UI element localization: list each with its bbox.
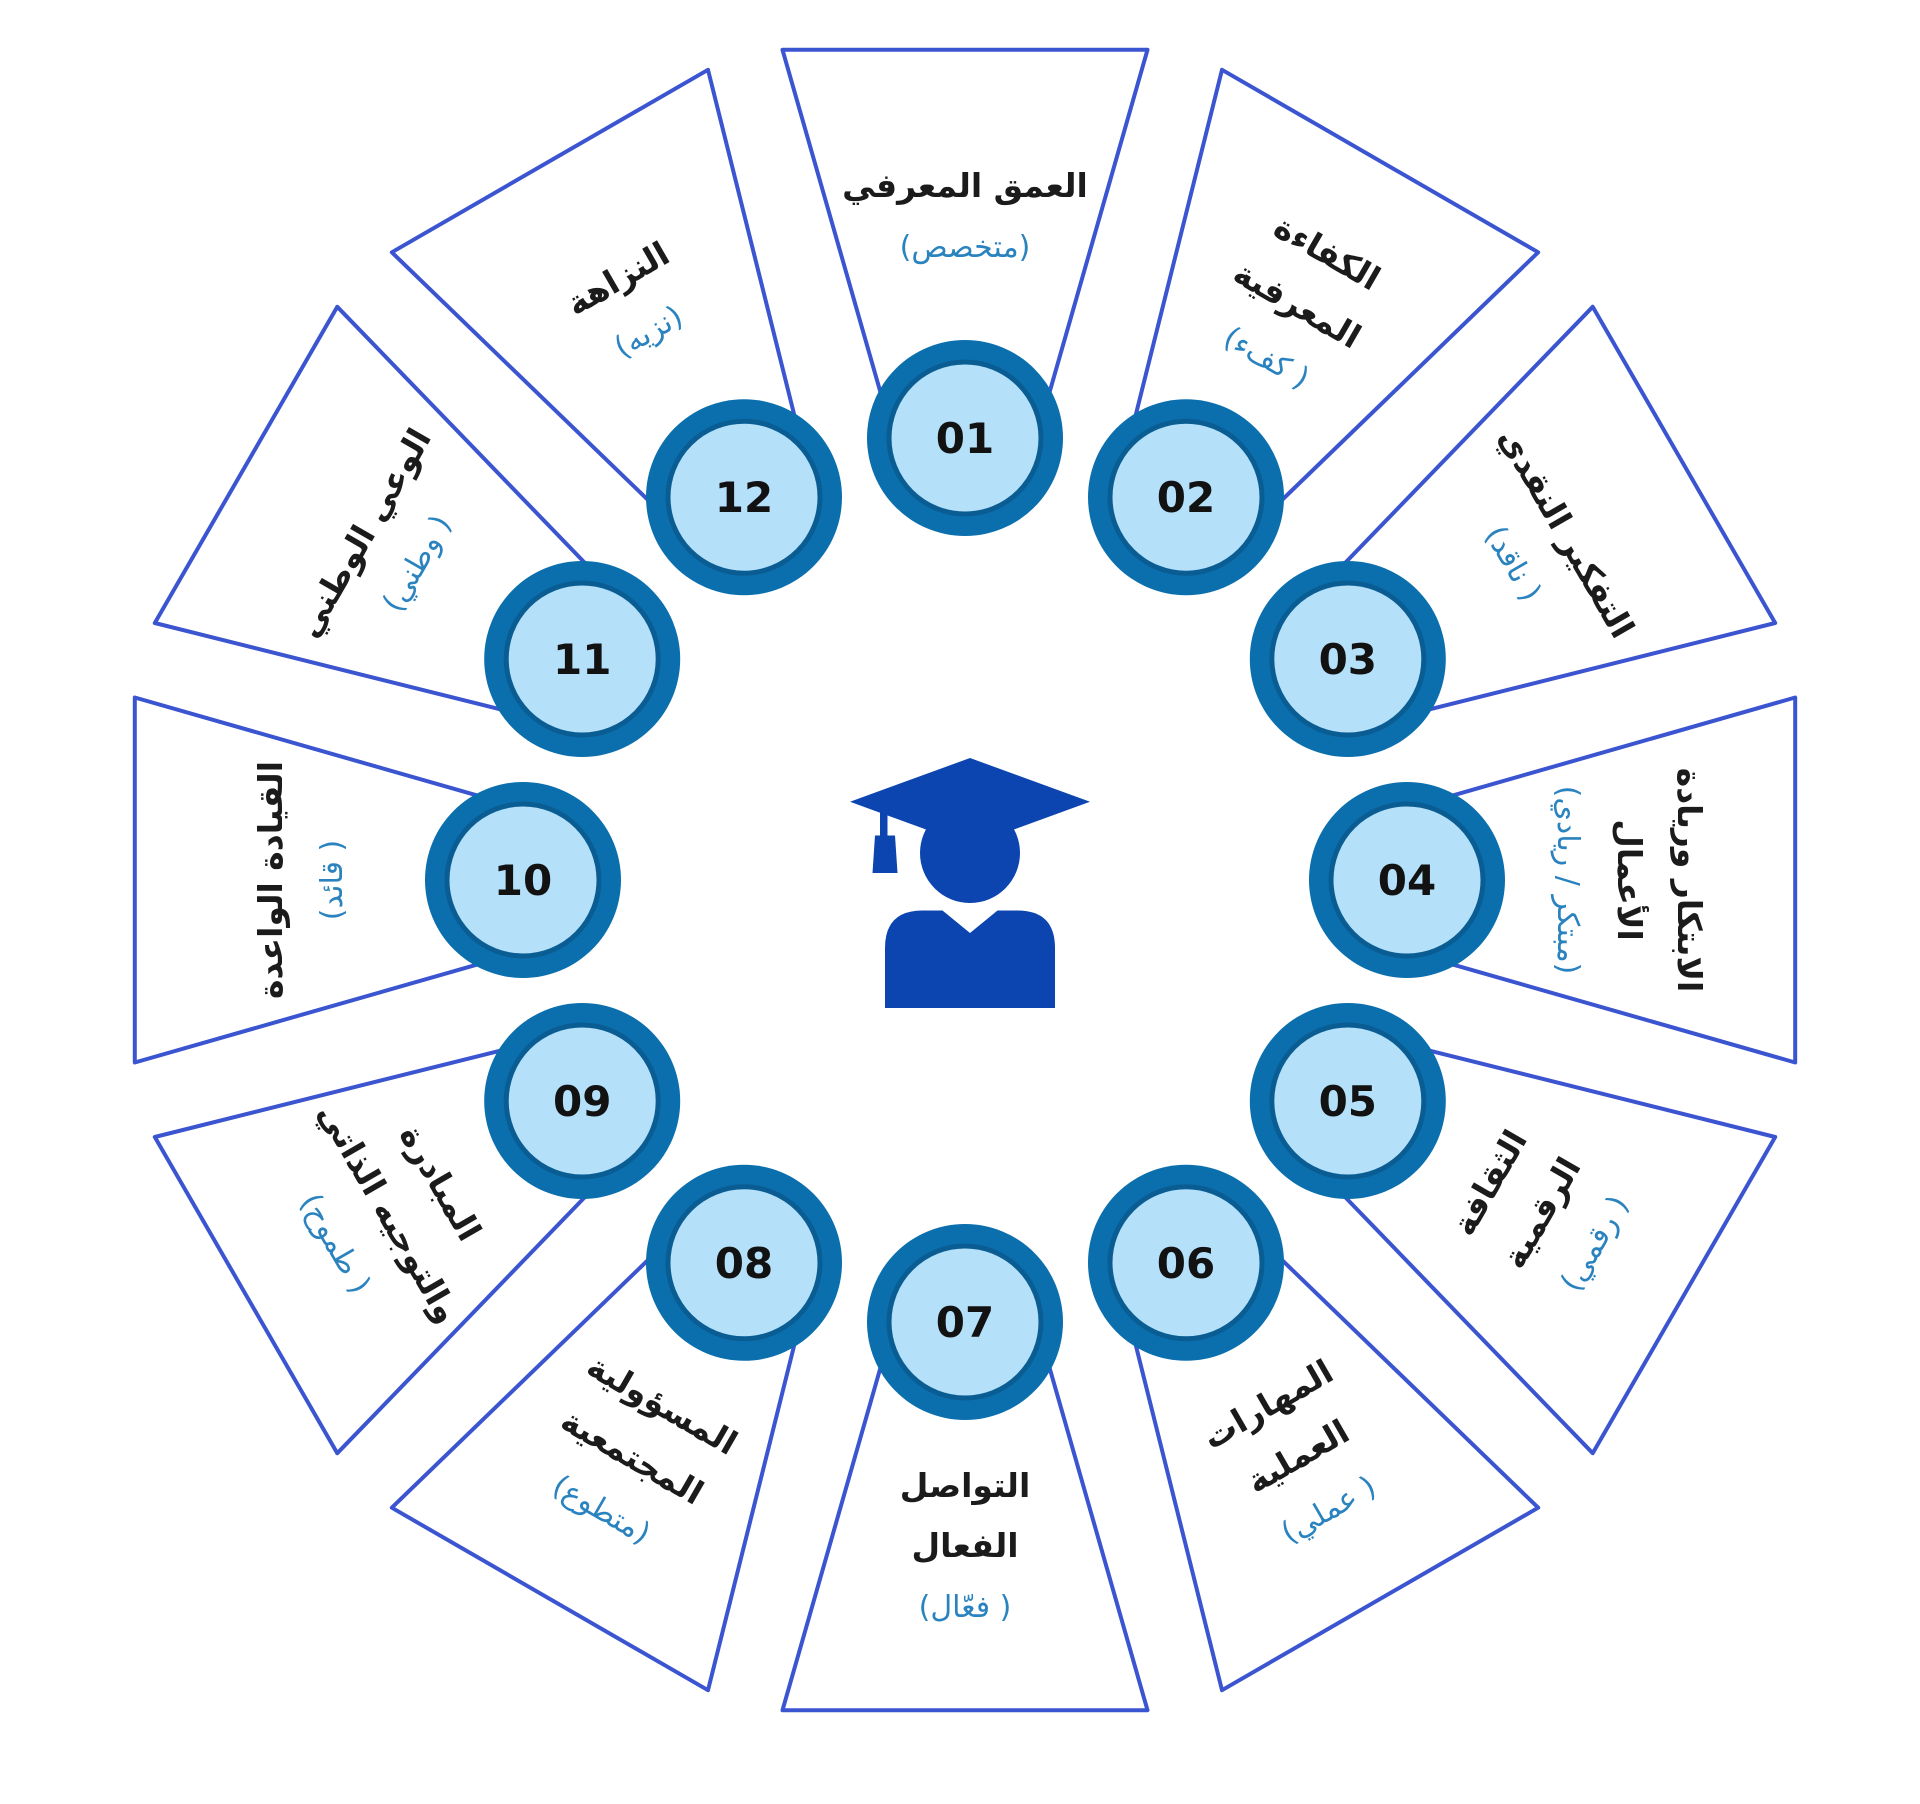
segment-number: 07 (936, 1298, 994, 1347)
segment-title: العمق المعرفي (842, 166, 1088, 206)
number-circle-04: 04 (1309, 782, 1505, 978)
number-circle-02: 02 (1088, 399, 1284, 596)
number-circle-12: 12 (646, 399, 842, 596)
segment-title: التواصل (900, 1466, 1031, 1506)
segment-10: القيادة الواعدة ( قائد) (132, 695, 483, 1065)
segment-subtitle: ( فعّال) (919, 1590, 1012, 1625)
number-circle-06: 06 (1088, 1164, 1284, 1361)
circle-fill (1107, 1184, 1265, 1342)
number-circle-03: 03 (1249, 561, 1446, 757)
number-circle-01: 01 (867, 340, 1063, 536)
segment-title: الفعال (911, 1526, 1018, 1565)
number-circle-09: 09 (484, 1003, 681, 1199)
circle-fill (503, 580, 661, 738)
circle-fill (1269, 580, 1427, 738)
segment-subtitle: ( قائد) (315, 840, 350, 921)
segment-03: التفكير النقدي( ناقد) (1341, 304, 1778, 713)
number-circle-08: 08 (646, 1164, 842, 1361)
graduate-icon (850, 758, 1090, 1008)
segment-text: التواصل الفعال ( فعّال) (900, 1466, 1031, 1625)
segment-number: 03 (1319, 635, 1377, 684)
segment-text: الابتكار وريادة الأعمال (مبتكر / ريادي) (1550, 768, 1709, 993)
segment-title: الأعمال (1610, 819, 1650, 941)
number-circle-11: 11 (484, 561, 681, 757)
segment-title: الابتكار وريادة (1669, 768, 1709, 993)
segment-text: القيادة الواعدة ( قائد) (251, 761, 350, 999)
circle-fill (886, 359, 1044, 517)
circle-fill (886, 1243, 1044, 1401)
number-circles-layer: 01 02 03 04 05 06 07 08 09 10 11 12 (425, 340, 1505, 1420)
segment-number: 04 (1378, 856, 1436, 905)
number-circle-07: 07 (867, 1224, 1063, 1420)
circle-fill (444, 801, 602, 959)
segment-number: 06 (1157, 1239, 1215, 1288)
segment-number: 11 (553, 635, 611, 684)
segment-number: 09 (553, 1077, 611, 1126)
number-circle-10: 10 (425, 782, 621, 978)
circle-fill (665, 418, 823, 576)
segment-title: القيادة الواعدة (251, 761, 291, 999)
number-circle-05: 05 (1249, 1003, 1446, 1199)
circle-fill (1107, 418, 1265, 576)
circle-fill (1328, 801, 1486, 959)
segment-11: الوعي الوطني( وطني) (152, 304, 589, 713)
segment-number: 02 (1157, 473, 1215, 522)
circle-fill (665, 1184, 823, 1342)
segment-subtitle: (مبتكر / ريادي) (1550, 786, 1585, 975)
segment-number: 12 (715, 473, 773, 522)
segment-subtitle: (متخصص) (900, 230, 1031, 265)
segment-number: 05 (1319, 1077, 1377, 1126)
segment-number: 08 (715, 1239, 773, 1288)
circle-fill (1269, 1022, 1427, 1180)
segment-number: 10 (494, 856, 552, 905)
segment-text: العمق المعرفي (متخصص) (842, 166, 1088, 265)
segment-number: 01 (936, 414, 994, 463)
circle-fill (503, 1022, 661, 1180)
